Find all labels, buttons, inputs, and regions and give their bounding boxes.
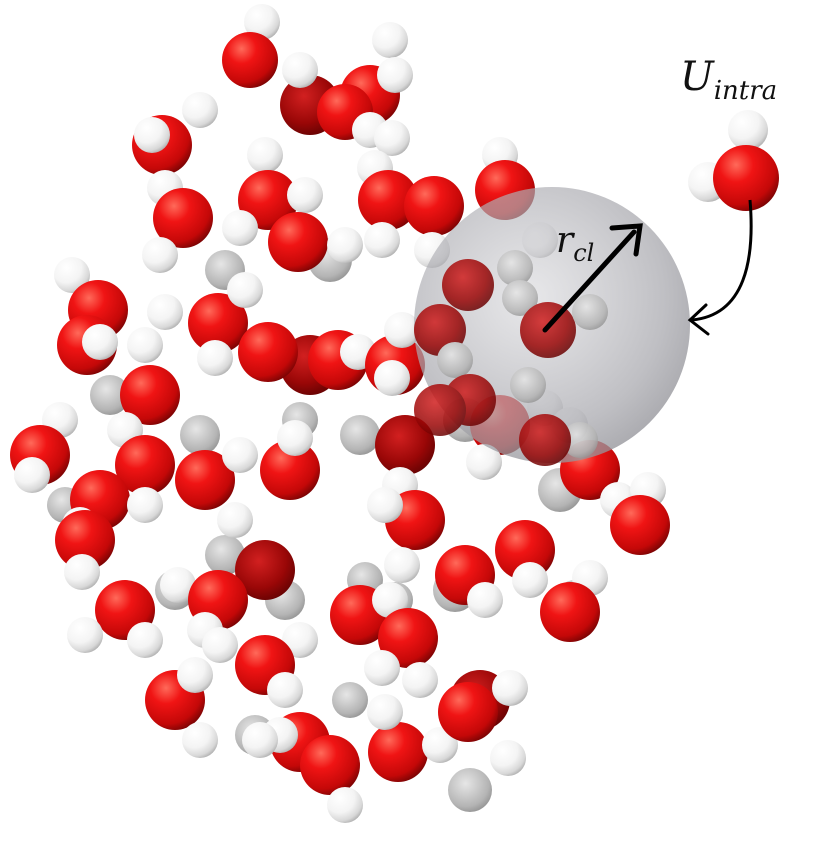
hydrogen-atom (67, 617, 103, 653)
hydrogen-atom (242, 722, 278, 758)
hydrogen-atom (222, 210, 258, 246)
hydrogen-atom (467, 582, 503, 618)
hydrogen-atom (177, 657, 213, 693)
molecules-inside-sphere (414, 250, 608, 466)
hydrogen-atom (466, 444, 502, 480)
hydrogen-atom (267, 672, 303, 708)
oxygen-atom (495, 520, 555, 580)
hydrogen-atom (160, 567, 196, 603)
oxygen-atom (404, 176, 464, 236)
oxygen-atom (238, 170, 298, 230)
oxygen-atom (610, 495, 670, 555)
intramolecular-energy-label: Uintra (680, 54, 777, 106)
oxygen-atom (235, 540, 295, 600)
hydrogen-atom (277, 420, 313, 456)
radius-arrow (542, 223, 643, 333)
hydrogen-atom (202, 627, 238, 663)
hydrogen-atom (217, 502, 253, 538)
hydrogen-atom (374, 360, 410, 396)
hydrogen-atom (327, 227, 363, 263)
hydrogen-atom (422, 727, 458, 763)
hydrogen-atom (364, 650, 400, 686)
hydrogen-atom (90, 375, 130, 415)
hydrogen-atom (127, 622, 163, 658)
hydrogen-atom (562, 422, 598, 458)
hydrogen-atom (374, 120, 410, 156)
hydrogen-atom (512, 562, 548, 598)
hydrogen-atom (182, 92, 218, 128)
hydrogen-atom (372, 22, 408, 58)
oxygen-atom (414, 384, 466, 436)
hydrogen-atom (402, 662, 438, 698)
radius-label: rcl (556, 220, 594, 267)
oxygen-atom (378, 608, 438, 668)
hydrogen-atom (327, 787, 363, 823)
hydrogen-atom (332, 682, 368, 718)
hydrogen-atom (492, 670, 528, 706)
oxygen-atom (442, 259, 494, 311)
hydrogen-atom (384, 312, 420, 348)
hydrogen-atom (222, 437, 258, 473)
oxygen-atom (519, 414, 571, 466)
oxygen-atom (260, 440, 320, 500)
hydrogen-atom (205, 535, 245, 575)
hydrogen-atom (64, 554, 100, 590)
hydrogen-atom (14, 457, 50, 493)
hydrogen-atom (282, 52, 318, 88)
hydrogen-atom (340, 415, 380, 455)
hydrogen-atom (142, 237, 178, 273)
hydrogen-atom (180, 415, 220, 455)
isolated-water-molecule (688, 110, 779, 211)
hydrogen-atom (367, 694, 403, 730)
insertion-arrow (691, 199, 753, 322)
oxygen-atom (120, 365, 180, 425)
oxygen-atom (438, 682, 498, 742)
hydrogen-atom (82, 324, 118, 360)
isolated-oxygen-atom (713, 145, 779, 211)
hydrogen-atom (510, 367, 546, 403)
oxygen-atom (375, 415, 435, 475)
hydrogen-atom (227, 272, 263, 308)
isolated-hydrogen-atom (728, 110, 768, 150)
hydrogen-atom (134, 117, 170, 153)
hydrogen-atom (147, 294, 183, 330)
oxygen-atom (300, 735, 360, 795)
oxygen-atom (115, 435, 175, 495)
hydrogen-atom (182, 722, 218, 758)
hydrogen-atom (490, 740, 526, 776)
oxygen-atom (153, 188, 213, 248)
hydrogen-atom (497, 250, 533, 286)
hydrogen-atom (502, 280, 538, 316)
oxygen-atom (358, 170, 418, 230)
hydrogen-atom (384, 547, 420, 583)
hydrogen-atom (377, 57, 413, 93)
hydrogen-atom (367, 487, 403, 523)
hydrogen-atom (197, 340, 233, 376)
oxygen-atom (238, 322, 298, 382)
hydrogen-atom (572, 294, 608, 330)
hydrogen-atom (282, 622, 318, 658)
oxygen-atom (55, 510, 115, 570)
hydrogen-atom (247, 137, 283, 173)
oxygen-atom (175, 450, 235, 510)
oxygen-atom (268, 212, 328, 272)
hydrogen-atom (244, 4, 280, 40)
hydrogen-atom (372, 582, 408, 618)
hydrogen-atom (364, 222, 400, 258)
hydrogen-atom (437, 342, 473, 378)
oxygen-atom (540, 582, 600, 642)
hydrogen-atom (127, 327, 163, 363)
oxygen-atom (188, 293, 248, 353)
hydrogen-atom (448, 768, 492, 812)
hydrogen-atom (127, 487, 163, 523)
hydrogen-atom (54, 257, 90, 293)
insertion-arrow-head (687, 303, 710, 336)
oxygen-atom (368, 722, 428, 782)
oxygen-atom (222, 32, 278, 88)
hydrogen-atom (287, 177, 323, 213)
